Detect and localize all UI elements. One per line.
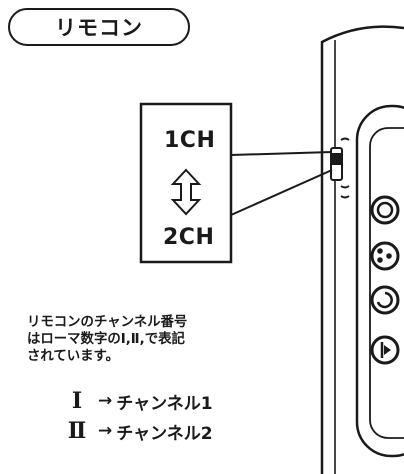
title-badge: リモコン — [8, 8, 190, 46]
double-arrow-icon — [170, 168, 202, 216]
switch-mark-bottom2 — [340, 195, 350, 199]
timer-button-icon — [370, 285, 400, 315]
leader-line-top — [230, 151, 333, 156]
description-text: リモコンのチャンネル番号 はローマ数字のⅠ,Ⅱ,で表記 されています。 — [27, 314, 287, 365]
remote-body-outline — [320, 25, 404, 474]
button-panel-inner — [369, 127, 404, 439]
switch-label-1ch: 1CH — [164, 128, 216, 153]
channel-switch-knob — [332, 153, 341, 165]
switch-label-2ch: 2CH — [163, 225, 215, 250]
dots-button-icon — [370, 241, 400, 271]
arrow-icon: → — [98, 391, 113, 411]
arrow-icon: → — [98, 421, 113, 441]
description-line: リモコンのチャンネル番号 — [27, 315, 188, 330]
channel-name-2: チャンネル2 — [116, 423, 213, 444]
mapping-row-2: Ⅱ → チャンネル2 — [66, 418, 213, 444]
switch-mark-top — [340, 137, 350, 141]
swing-button-icon — [370, 335, 400, 365]
switch-mark-bottom — [340, 185, 350, 189]
roman-numeral-2: Ⅱ — [67, 418, 87, 444]
power-button-icon — [370, 195, 400, 225]
roman-numeral-1: Ⅰ — [71, 388, 83, 414]
description-line: はローマ数字のⅠ,Ⅱ,で表記 — [27, 332, 185, 347]
channel-name-1: チャンネル1 — [116, 393, 213, 414]
mapping-row-1: Ⅰ → チャンネル1 — [66, 388, 213, 414]
description-line: されています。 — [27, 349, 119, 364]
leader-line-bottom — [230, 169, 333, 216]
page-title: リモコン — [55, 16, 143, 40]
